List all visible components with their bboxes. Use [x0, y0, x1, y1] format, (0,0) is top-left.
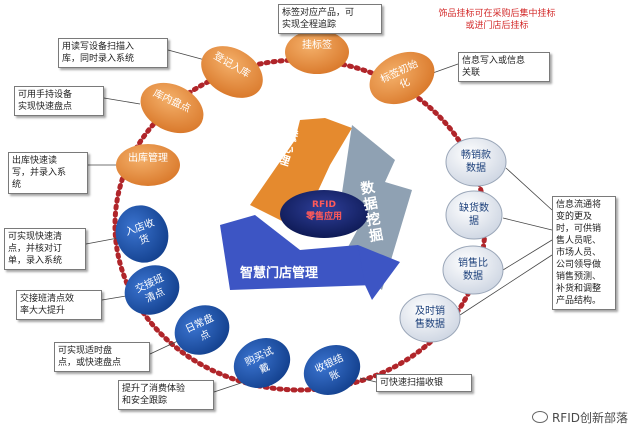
timely-sales-circle [399, 293, 461, 343]
store-receive-circle [115, 205, 169, 263]
rfid-label-line1: RFID [312, 200, 336, 210]
hang-tag-label: 挂标签 [302, 40, 332, 51]
rfid-label-line2: 零售应用 [305, 212, 342, 222]
watermark-text: RFID创新部落 [551, 411, 628, 425]
out-of-stock-label: 缺货数据 [459, 203, 489, 227]
connector-line-2 [167, 49, 206, 61]
connector-line-6 [101, 295, 127, 301]
shift-check-circle [124, 265, 180, 315]
smart-store-arrow [358, 245, 400, 300]
sales-ratio-label: 销售比数据 [458, 258, 488, 282]
out-of-stock-circle [445, 190, 503, 240]
connector-line-7 [149, 339, 181, 355]
center-cycle [220, 118, 412, 300]
register-circle [201, 46, 263, 98]
rfid-center-ellipse [280, 190, 368, 238]
connector-line-3 [103, 97, 141, 105]
info-flow-note: 信息流通将 变的更及 时，可供销 售人员呢、 市场人员、 公司领导做 销售预测、… [552, 196, 616, 310]
connector-line-11 [502, 239, 553, 271]
connector-line-10 [502, 217, 553, 231]
connector-line-5 [85, 237, 119, 245]
distribution-ribbon [250, 118, 352, 230]
wechat-icon [531, 411, 548, 423]
best-selling-label: 畅销款数据 [461, 150, 491, 174]
connector-line-1 [429, 63, 459, 75]
tryon-note: 提升了消费体验 和安全跟踪 [118, 380, 214, 410]
hang-tag-circle [285, 30, 349, 74]
daily-note: 可实现适时盘 点，或快速盘点 [54, 342, 150, 372]
outbound-note: 出库快速读 写，并录入系 统 [8, 152, 88, 194]
inventory-note: 可用手持设备 实现快速盘点 [14, 86, 104, 116]
storage-inventory-circle [140, 82, 204, 134]
rfid-label: RFID 零售应用 [296, 199, 352, 223]
smart-store-label: 智慧门店管理 [240, 266, 319, 281]
tag-init-circle [369, 51, 435, 105]
outbound-label: 出库管理 [128, 153, 168, 164]
connector-line-9 [359, 377, 377, 383]
connector-lines [85, 29, 553, 393]
connector-line-12 [505, 167, 553, 211]
tag-init-note: 信息写入或信息 关联 [458, 52, 550, 82]
sales-ratio-circle [442, 245, 504, 295]
smart-store-ribbon [220, 215, 375, 290]
daily-check-circle [174, 305, 230, 355]
watermark: RFID创新部落 [531, 409, 628, 426]
best-selling-circle [445, 137, 507, 187]
shift-note: 交接班清点效 率大大提升 [16, 290, 102, 320]
connector-line-8 [213, 381, 245, 393]
red-note: 饰品挂标可在采购后集中挂标 或进门店后挂标 [438, 9, 556, 31]
checkout-circle [303, 345, 361, 395]
try-on-circle [233, 338, 291, 388]
receive-note: 可实现快速清 点，并核对订 单，录入系统 [4, 228, 86, 270]
connector-line-13 [459, 254, 553, 316]
hang-tag-note: 标签对应产品，可 实现全程追踪 [278, 4, 382, 34]
checkout-note: 可快速扫描收银 [376, 374, 472, 392]
register-note: 用读写设备扫描入 库，同时录入系统 [58, 38, 168, 68]
node-circles [115, 30, 507, 395]
outbound-circle [116, 144, 180, 186]
timely-sales-label: 及时销售数据 [415, 306, 445, 330]
